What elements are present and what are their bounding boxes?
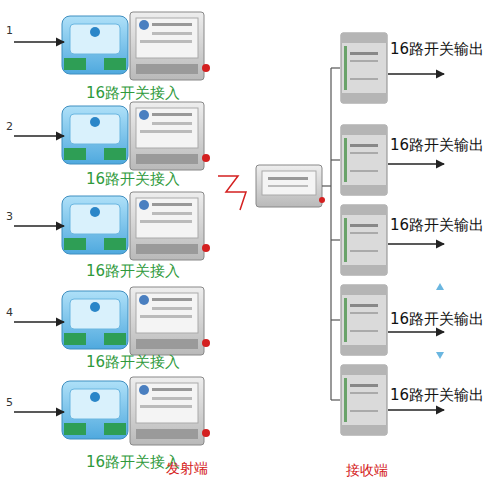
output-label: 16路开关输出 <box>390 386 484 404</box>
sender-device <box>62 377 210 445</box>
input-group: 16路开关接入 <box>48 283 218 375</box>
input-group: 16路开关接入 <box>48 8 218 104</box>
callout-number: 2 <box>6 120 13 133</box>
input-arrow <box>14 411 64 412</box>
side-label: 接收端 <box>346 462 388 480</box>
input-label: 16路开关接入 <box>48 84 218 102</box>
output-devices <box>341 33 387 435</box>
callout-number: 5 <box>6 396 13 409</box>
input-arrows <box>14 42 64 412</box>
input-group: 16路开关接入 <box>48 98 218 194</box>
output-module: 16路开关输出 <box>338 30 498 106</box>
output-module: 16路开关输出 <box>338 362 498 438</box>
input-label: 16路开关接入 <box>48 170 218 188</box>
output-module <box>341 285 387 355</box>
input-arrow <box>14 321 64 322</box>
output-module: 16路开关输出 <box>338 282 498 358</box>
input-arrow <box>14 41 64 42</box>
continuation-mark <box>436 352 444 359</box>
output-module: 16路开关输出 <box>338 202 498 278</box>
output-label: 16路开关输出 <box>390 216 484 234</box>
bus-wires <box>322 68 340 400</box>
output-arrow <box>388 331 444 332</box>
callout-number: 1 <box>6 24 13 37</box>
sender-device <box>62 102 210 170</box>
input-label: 16路开关接入 <box>48 353 218 371</box>
output-arrow <box>388 163 444 164</box>
sender-device <box>62 287 210 355</box>
sender-device <box>62 192 210 260</box>
wireless-symbol <box>218 176 246 210</box>
output-arrow <box>388 243 444 244</box>
output-module <box>341 365 387 435</box>
output-arrows <box>388 74 444 410</box>
output-label: 16路开关输出 <box>390 310 484 328</box>
receiver-device <box>256 165 325 207</box>
input-arrow <box>14 135 64 136</box>
output-label: 16路开关输出 <box>390 136 484 154</box>
output-arrow <box>388 73 444 74</box>
input-group: 16路开关接入 <box>48 373 218 473</box>
output-label: 16路开关输出 <box>390 40 484 58</box>
output-module <box>341 33 387 103</box>
input-arrow <box>14 225 64 226</box>
side-label: 发射端 <box>166 460 208 478</box>
callout-number: 3 <box>6 210 13 223</box>
continuation-mark <box>436 283 444 290</box>
sender-device <box>62 12 210 80</box>
output-arrow <box>388 409 444 410</box>
output-module <box>341 125 387 195</box>
callout-number: 4 <box>6 306 13 319</box>
output-module <box>341 205 387 275</box>
input-label: 16路开关接入 <box>48 262 218 280</box>
input-devices <box>62 12 210 445</box>
input-group: 16路开关接入 <box>48 188 218 284</box>
output-module: 16路开关输出 <box>338 122 498 198</box>
